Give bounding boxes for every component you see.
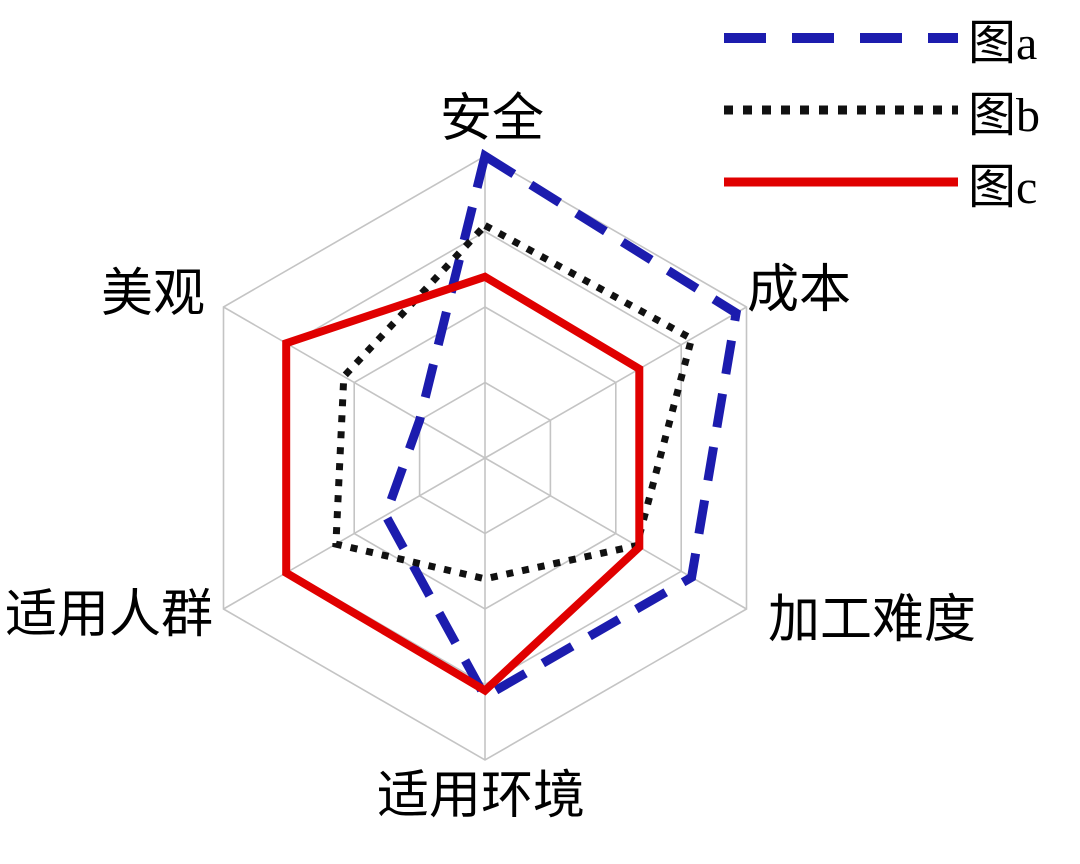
axis-label-aesthetics: 美观 [100,266,206,323]
axis-label-applicable-people: 适用人群 [4,587,214,644]
grid-spoke [223,457,486,610]
legend-label-a: 图a [968,17,1038,70]
grid-spoke [223,306,486,459]
series-polygon-a [380,148,742,703]
legend: 图a 图b 图c [722,2,1040,218]
legend-dashed-blue-line-icon [724,33,958,43]
axis-label-cost: 成本 [746,262,852,319]
legend-label-b: 图b [968,89,1041,142]
series-polygon-c [282,272,644,696]
legend-item-b: 图b [722,74,1040,146]
grid-spoke [484,306,747,459]
legend-label-c: 图c [968,161,1038,214]
legend-dotted-black-line-icon [724,105,958,115]
axis-label-processing-difficulty: 加工难度 [767,592,977,649]
axis-label-safety: 安全 [439,91,545,148]
legend-item-c: 图c [722,146,1040,218]
axis-label-applicable-environment: 适用环境 [376,768,586,825]
legend-item-a: 图a [722,2,1040,74]
grid-spoke [484,457,747,610]
legend-solid-red-line-icon [724,177,958,187]
